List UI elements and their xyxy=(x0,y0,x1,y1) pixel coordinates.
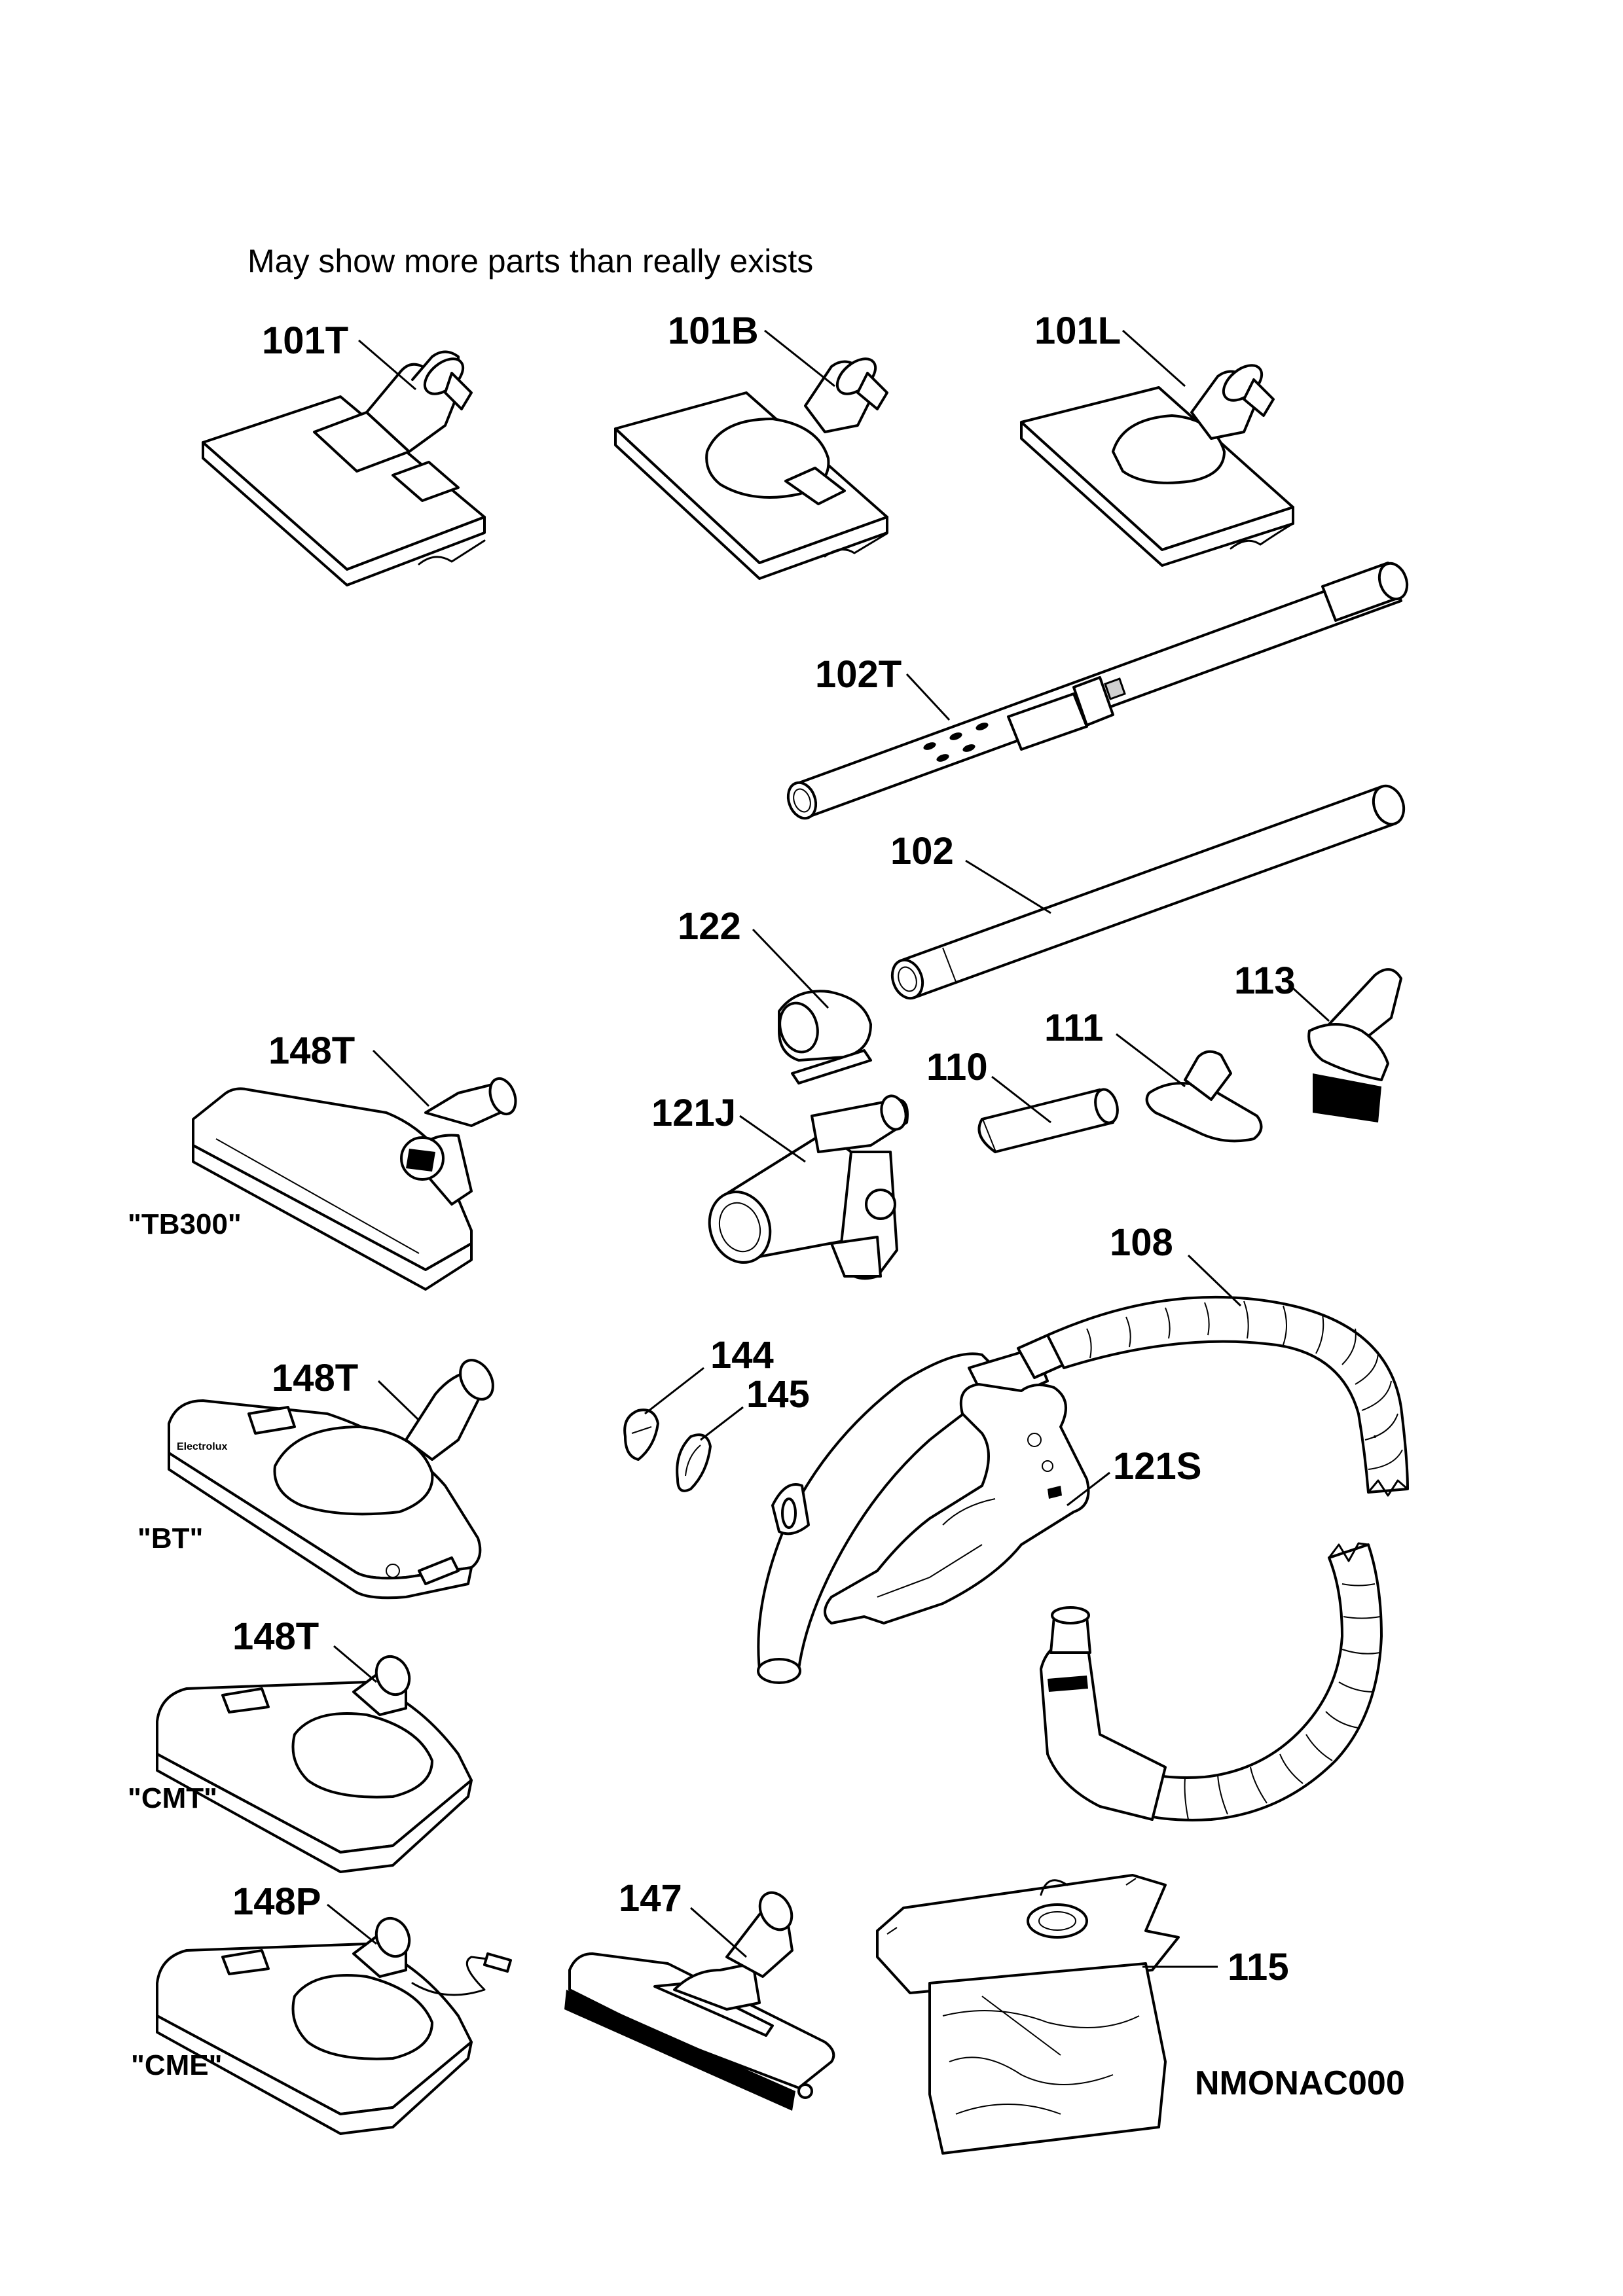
part-148T-tb300-turbo-nozzle xyxy=(192,1077,517,1291)
leader-121J xyxy=(739,1115,806,1163)
label-115: 115 xyxy=(1228,1946,1289,1988)
label-148T-bt: 148T xyxy=(272,1357,358,1399)
variant-cmt: "CMT" xyxy=(128,1782,217,1814)
label-101L: 101L xyxy=(1034,310,1121,352)
label-121J: 121J xyxy=(651,1092,736,1134)
label-113: 113 xyxy=(1234,960,1296,1002)
leader-145 xyxy=(700,1406,744,1441)
label-148T-cmt: 148T xyxy=(232,1615,319,1658)
label-110: 110 xyxy=(926,1046,988,1088)
part-101B-floor-nozzle xyxy=(614,357,888,580)
leader-148T-cmt xyxy=(333,1645,377,1683)
leader-148T-tb300 xyxy=(372,1049,430,1107)
part-102-extension-tube xyxy=(890,784,1406,1000)
label-148T-tb300: 148T xyxy=(268,1030,355,1072)
label-122: 122 xyxy=(678,905,741,948)
diagram-note: May show more parts than really exists xyxy=(247,243,813,279)
label-148P: 148P xyxy=(232,1880,321,1923)
label-101B: 101B xyxy=(668,310,759,352)
part-113-dusting-brush xyxy=(1307,968,1402,1122)
leader-101L xyxy=(1122,329,1186,387)
variant-cme: "CME" xyxy=(131,2049,223,2081)
part-148P-cme-nozzle xyxy=(156,1916,512,2135)
leader-144 xyxy=(644,1367,704,1415)
label-145: 145 xyxy=(746,1373,810,1416)
leader-147 xyxy=(690,1907,747,1958)
leader-101T xyxy=(358,339,416,391)
label-144: 144 xyxy=(710,1334,774,1376)
part-110-crevice-tool xyxy=(977,1088,1119,1153)
part-102T-telescopic-tube xyxy=(786,562,1409,820)
variant-bt: "BT" xyxy=(137,1522,203,1554)
part-121S-bracket xyxy=(824,1383,1090,1624)
part-121J-hose-adaptor xyxy=(708,1094,909,1280)
part-148T-bt-nozzle: Electrolux xyxy=(168,1359,494,1600)
part-101L-floor-nozzle xyxy=(1020,364,1294,567)
catalog-code: NMONAC000 xyxy=(1195,2064,1405,2102)
leader-121S xyxy=(1067,1471,1110,1507)
label-101T: 101T xyxy=(262,319,348,362)
label-121S: 121S xyxy=(1113,1445,1201,1488)
part-115-dust-bag xyxy=(876,1874,1180,2155)
leader-108 xyxy=(1187,1254,1242,1307)
leader-148T-bt xyxy=(377,1380,420,1422)
part-122-tube-clip xyxy=(778,990,872,1085)
leader-101B xyxy=(764,329,835,387)
variant-tb300: "TB300" xyxy=(128,1208,242,1240)
label-102T: 102T xyxy=(815,653,902,696)
part-145-seal xyxy=(676,1433,712,1492)
label-108: 108 xyxy=(1110,1221,1173,1264)
leader-122 xyxy=(752,928,830,1009)
part-147-parquet-brush xyxy=(564,1891,835,2111)
leader-102T xyxy=(905,673,951,721)
leader-113 xyxy=(1292,987,1330,1022)
leader-102 xyxy=(965,859,1051,914)
label-102: 102 xyxy=(890,830,954,872)
leader-148P xyxy=(327,1903,377,1945)
part-148T-cmt-nozzle xyxy=(156,1655,473,1873)
part-108-suction-hose xyxy=(757,1295,1409,1821)
label-147: 147 xyxy=(619,1877,682,1920)
part-101T-floor-nozzle xyxy=(202,350,486,586)
label-111: 111 xyxy=(1044,1007,1103,1049)
part-111-upholstery-nozzle xyxy=(1145,1050,1263,1143)
leader-111 xyxy=(1116,1033,1186,1088)
part-144-slider xyxy=(623,1408,659,1461)
brand-mark: Electrolux xyxy=(177,1441,227,1452)
leader-110 xyxy=(991,1075,1051,1124)
